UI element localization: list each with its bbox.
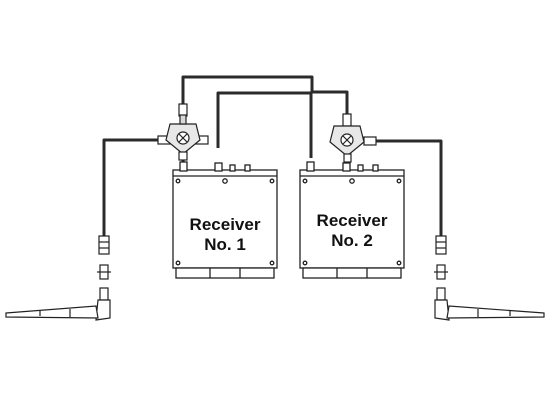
right-antenna-cable bbox=[372, 139, 443, 238]
receiver-2-label-line1: Receiver bbox=[316, 211, 388, 230]
lower-cross-cable bbox=[216, 91, 313, 158]
right-antenna bbox=[434, 299, 545, 321]
receiver-1-antenna-b-jack bbox=[214, 162, 223, 172]
receiver-2-antenna-a-jack bbox=[306, 161, 315, 172]
left-splitter bbox=[157, 103, 209, 161]
left-antenna-connector bbox=[97, 235, 111, 301]
left-antenna bbox=[5, 299, 111, 321]
right-splitter bbox=[329, 113, 377, 163]
receiver-2-label-line2: No. 2 bbox=[331, 231, 373, 250]
upper-cross-cable bbox=[181, 75, 349, 120]
receiver-1-label-line1: Receiver bbox=[189, 215, 261, 234]
receiver-1 bbox=[172, 161, 278, 279]
receiver-1-label: Receiver No. 1 bbox=[173, 215, 277, 255]
receiver-1-antenna-a-jack bbox=[179, 161, 188, 172]
receiver-2-label: Receiver No. 2 bbox=[300, 211, 404, 251]
receiver-2 bbox=[299, 161, 405, 279]
right-antenna-connector bbox=[434, 235, 448, 301]
receiver-2-antenna-b-jack bbox=[342, 162, 351, 172]
receiver-1-label-line2: No. 1 bbox=[204, 235, 246, 254]
receiver-2-base bbox=[302, 267, 402, 279]
receiver-1-base bbox=[175, 267, 275, 279]
left-antenna-cable bbox=[102, 138, 168, 238]
